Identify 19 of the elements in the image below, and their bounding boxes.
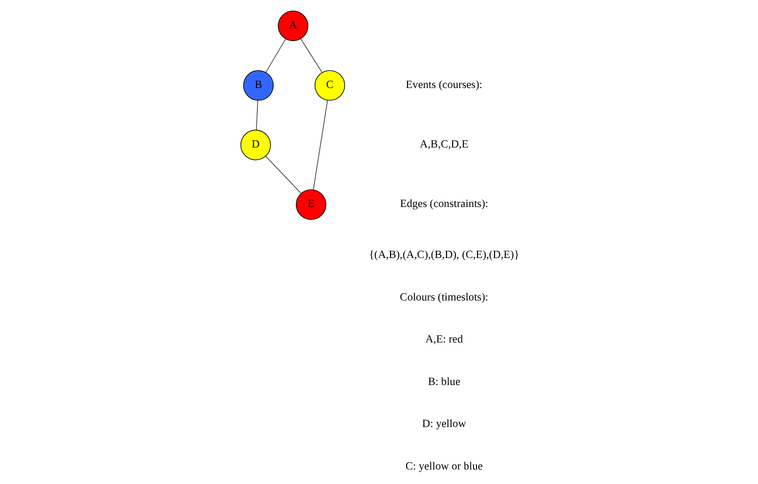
node-circle: D <box>240 130 270 160</box>
connector <box>264 38 286 73</box>
connector <box>264 156 301 194</box>
label: C: yellow or blue <box>404 460 482 472</box>
label: {(A,B),(A,C),(B,D), (C,E),(D,E)} <box>368 249 519 262</box>
label: B: blue <box>427 376 460 388</box>
node-circle: B <box>242 70 274 101</box>
label: Colours (timeslots): <box>399 291 488 304</box>
node-circle: A <box>277 10 308 42</box>
connector <box>312 100 328 190</box>
label: A,E: red <box>424 334 462 346</box>
node-circle: E <box>295 189 326 220</box>
label: D: yellow <box>422 418 466 430</box>
connector <box>256 100 258 130</box>
connector <box>300 38 322 73</box>
label: A,B,C,D,E <box>419 138 468 151</box>
node-circle: C <box>314 70 345 101</box>
label: Edges (constraints): <box>399 198 488 210</box>
label: Events (courses): <box>405 79 482 92</box>
